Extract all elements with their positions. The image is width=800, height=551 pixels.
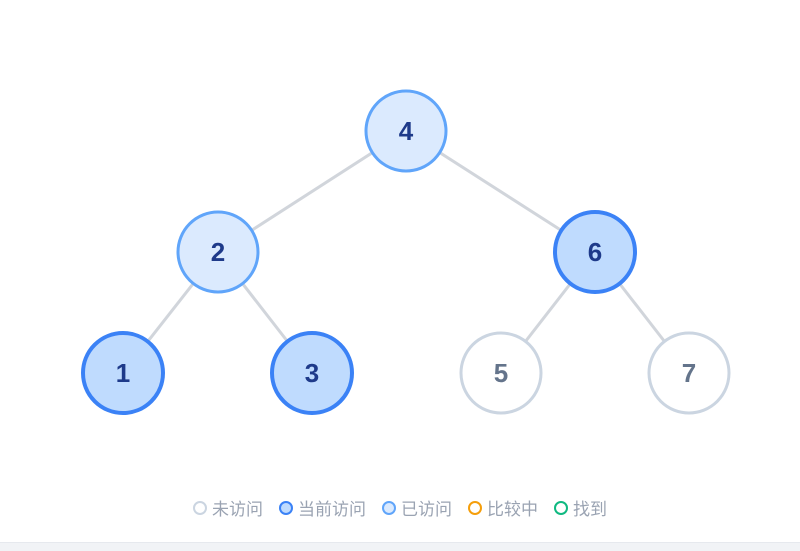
legend-label-current: 当前访问: [298, 500, 366, 519]
tree-node-2[interactable]: 2: [176, 210, 260, 294]
legend-comparing-icon: [468, 500, 482, 515]
legend-found-icon: [554, 500, 568, 515]
tree-node-label: 5: [494, 358, 508, 388]
legend-item-found: 找到: [554, 495, 607, 520]
tree-node-circle: [553, 210, 637, 294]
tree-node-5[interactable]: 5: [459, 331, 543, 415]
legend-unvisited-icon: [193, 500, 207, 515]
tree-node-circle: [647, 331, 731, 415]
legend-item-visited: 已访问: [382, 495, 452, 520]
legend-visited-icon: [382, 500, 396, 515]
legend-current-icon: [279, 500, 293, 515]
tree-node-7[interactable]: 7: [647, 331, 731, 415]
tree-node-circle: [270, 331, 354, 415]
tree-node-3[interactable]: 3: [270, 331, 354, 415]
tree-node-label: 4: [399, 116, 414, 146]
tree-node-circle: [81, 331, 165, 415]
tree-node-1[interactable]: 1: [81, 331, 165, 415]
legend-label-unvisited: 未访问: [212, 500, 263, 519]
tree-node-label: 3: [305, 358, 319, 388]
bottom-bar: [0, 542, 800, 551]
tree-node-label: 7: [682, 358, 696, 388]
tree-node-label: 1: [116, 358, 130, 388]
tree-node-circle: [459, 331, 543, 415]
tree-node-6[interactable]: 6: [553, 210, 637, 294]
tree-node-label: 2: [211, 237, 225, 267]
tree-nodes: 4 2 6 1 3 5 7: [81, 89, 731, 415]
legend-item-unvisited: 未访问: [193, 495, 263, 520]
legend-label-comparing: 比较中: [487, 500, 538, 519]
tree-node-circle: [364, 89, 448, 173]
legend: 未访问 当前访问 已访问 比较中 找到: [0, 495, 800, 520]
tree-canvas: 4 2 6 1 3 5 7: [81, 89, 731, 415]
legend-item-comparing: 比较中: [468, 495, 538, 520]
tree-node-4[interactable]: 4: [364, 89, 448, 173]
tree-node-circle: [176, 210, 260, 294]
legend-label-found: 找到: [573, 500, 607, 519]
legend-label-visited: 已访问: [401, 500, 452, 519]
legend-item-current: 当前访问: [279, 495, 366, 520]
tree-node-label: 6: [588, 237, 602, 267]
